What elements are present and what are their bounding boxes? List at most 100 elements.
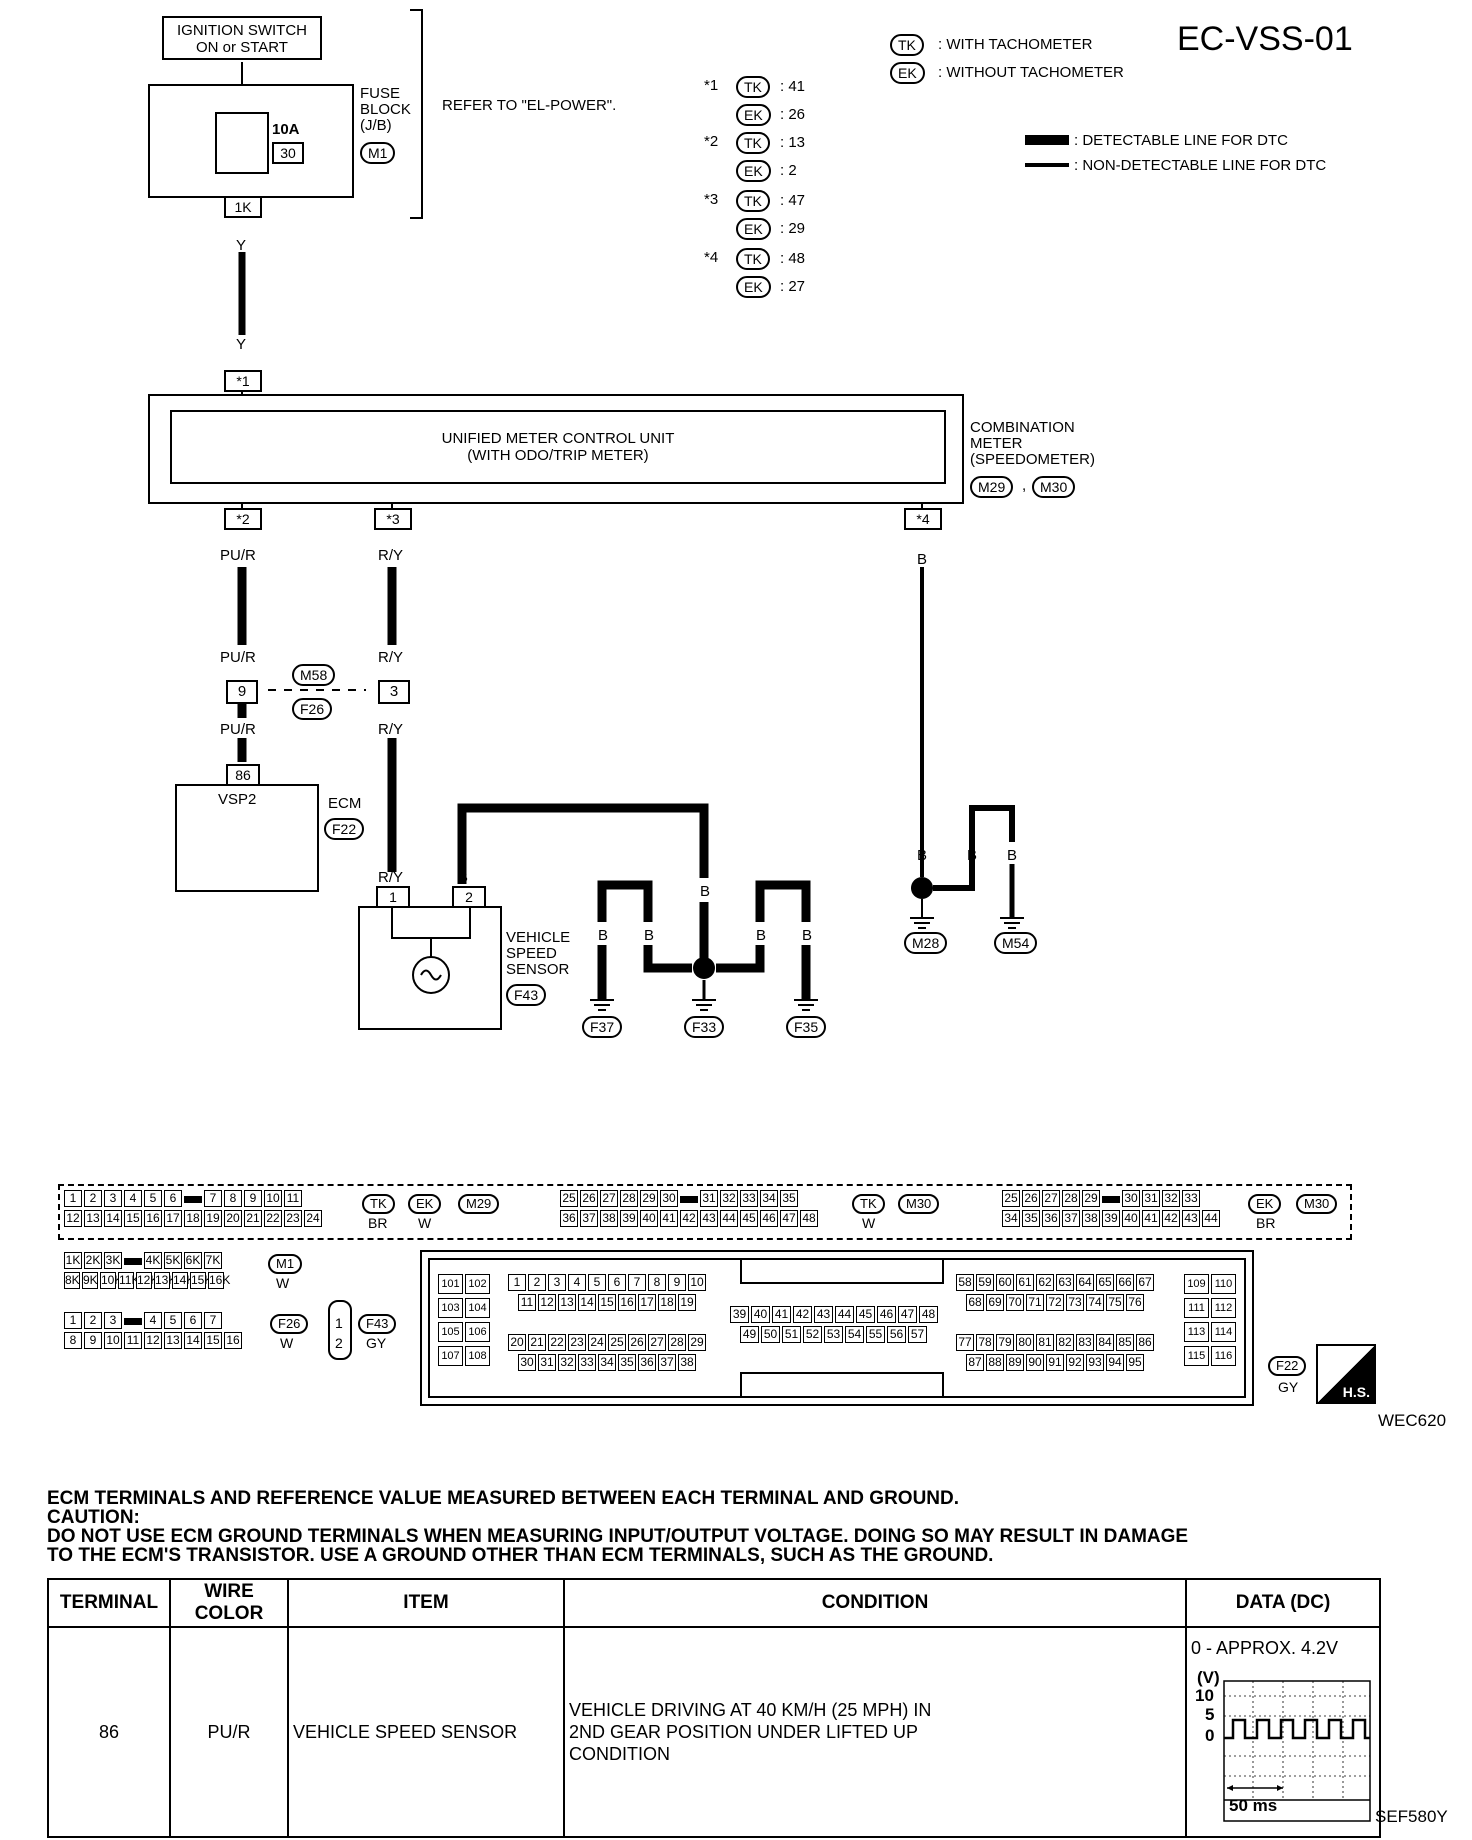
ecm-pin-86: 86 [226,764,260,786]
tk-icon: TK [736,132,770,154]
f26-cavity: 9 [84,1332,102,1349]
pin-note-value: : 27 [780,278,806,295]
ground-f35: F35 [786,1016,827,1038]
ecm-cavity: 113 [1184,1322,1209,1342]
ecm-cavity: 50 [761,1326,780,1343]
m1-cavity: 10K [100,1272,123,1289]
m30-cavity [1102,1196,1120,1203]
m29-cavity: 7 [204,1190,222,1207]
ecm-cavity: 55 [866,1326,885,1343]
ecm-cavity: 61 [1016,1274,1034,1291]
m30-cavity: 25 [560,1190,578,1207]
m30-cavity: 27 [600,1190,618,1207]
connector-m29: M29 [458,1194,500,1214]
ecm-cavity: 66 [1116,1274,1134,1291]
ecm-cavity: 71 [1026,1294,1044,1311]
ecm-cavity: 44 [835,1306,854,1323]
harness-color-label: W [418,1215,432,1231]
m29-cavity: 3 [104,1190,122,1207]
meter-pin1: *1 [224,370,262,392]
ecm-cavity: 95 [1126,1354,1144,1371]
wire-color-y: Y [236,237,247,254]
harness-side-label: H.S. [1342,1384,1370,1400]
meter-pin4: *4 [904,508,942,530]
ecm-cavity: 36 [638,1354,656,1371]
m30-cavity: 46 [760,1210,778,1227]
ecm-cavity: 47 [898,1306,917,1323]
ecm-cavity: 25 [608,1334,626,1351]
meter-pin2: *2 [224,508,262,530]
harness-color-label: BR [368,1215,388,1231]
ecm-cavity: 108 [465,1346,490,1366]
table-intro-line3: DO NOT USE ECM GROUND TERMINALS WHEN MEA… [47,1526,1189,1547]
ecm-cavity: 91 [1046,1354,1064,1371]
m30-cavity: 30 [1122,1190,1140,1207]
ignition-line2: ON or START [196,39,288,56]
header-terminal: TERMINAL [47,1578,171,1628]
m30-cavity: 36 [1042,1210,1060,1227]
m30-cavity: 27 [1042,1190,1060,1207]
ecm-cavity: 89 [1006,1354,1024,1371]
wire-color-pur: PU/R [220,649,256,666]
ecm-cavity: 4 [568,1274,586,1291]
ecm-cavity: 76 [1126,1294,1144,1311]
m30-cavity: 29 [1082,1190,1100,1207]
m29-cavity: 13 [84,1210,102,1227]
f26-cavity: 2 [84,1312,102,1329]
ecm-cavity: 13 [558,1294,576,1311]
header-wire-color: WIRE COLOR [169,1578,289,1628]
f26-cavity: 13 [164,1332,182,1349]
cell-terminal: 86 [47,1626,171,1838]
f26-cavity: 8 [64,1332,82,1349]
connector-f22: F22 [324,818,365,840]
ecm-terminal-table: TERMINAL WIRE COLOR ITEM CONDITION DATA … [47,1578,1381,1838]
meter-line1: UNIFIED METER CONTROL UNIT [441,430,675,447]
pin-note-mark: *4 [704,249,719,266]
condition-line3: CONDITION [569,1744,670,1764]
m30-cavity: 39 [620,1210,638,1227]
wire-color-ry: R/Y [378,547,404,564]
f26-cavity: 5 [164,1312,182,1329]
m30-cavity: 44 [720,1210,738,1227]
tk-icon: TK [736,190,770,212]
ecm-cavity: 114 [1211,1322,1236,1342]
wire-color-b: B [458,869,469,886]
wire-color-b: B [1007,847,1018,864]
connector-m1: M1 [268,1254,303,1274]
ecm-cavity: 67 [1136,1274,1154,1291]
ecm-cavity: 38 [678,1354,696,1371]
ecm-cavity: 19 [678,1294,696,1311]
ecm-cavity: 39 [730,1306,749,1323]
ecm-cavity: 72 [1046,1294,1064,1311]
pin-note-value: : 47 [780,192,806,209]
ecm-cavity: 16 [618,1294,636,1311]
pin-note-value: : 41 [780,78,806,95]
harness-color-label: W [862,1215,876,1231]
m30-cavity: 32 [720,1190,738,1207]
m30-cavity: 30 [660,1190,678,1207]
m30-cavity: 33 [740,1190,758,1207]
f26-cavity [124,1318,142,1325]
ecm-cavity: 42 [793,1306,812,1323]
m30-cavity: 40 [640,1210,658,1227]
condition-line2: 2ND GEAR POSITION UNDER LIFTED UP [569,1722,919,1742]
connector-m29: M29 [970,476,1014,498]
ecm-cavity: 45 [856,1306,875,1323]
m30-cavity: 43 [1182,1210,1200,1227]
m30-cavity: 31 [1142,1190,1160,1207]
wire-color-b: B [917,551,928,568]
m30-cavity: 38 [1082,1210,1100,1227]
ecm-cavity: 34 [598,1354,616,1371]
meter-line2: (WITH ODO/TRIP METER) [467,447,649,464]
ek-legend-label: : WITHOUT TACHOMETER [938,64,1124,81]
scope-0: 0 [1205,1726,1215,1745]
ecm-cavity: 6 [608,1274,626,1291]
vss-l1: VEHICLE [506,929,571,946]
ecm-cavity: 92 [1066,1354,1084,1371]
ecm-cavity: 64 [1076,1274,1094,1291]
ecm-cavity: 78 [976,1334,994,1351]
pin-note-value: : 13 [780,134,806,151]
m30-cavity: 36 [560,1210,578,1227]
m30-cavity: 34 [760,1190,778,1207]
connector-f26: F26 [292,698,333,720]
